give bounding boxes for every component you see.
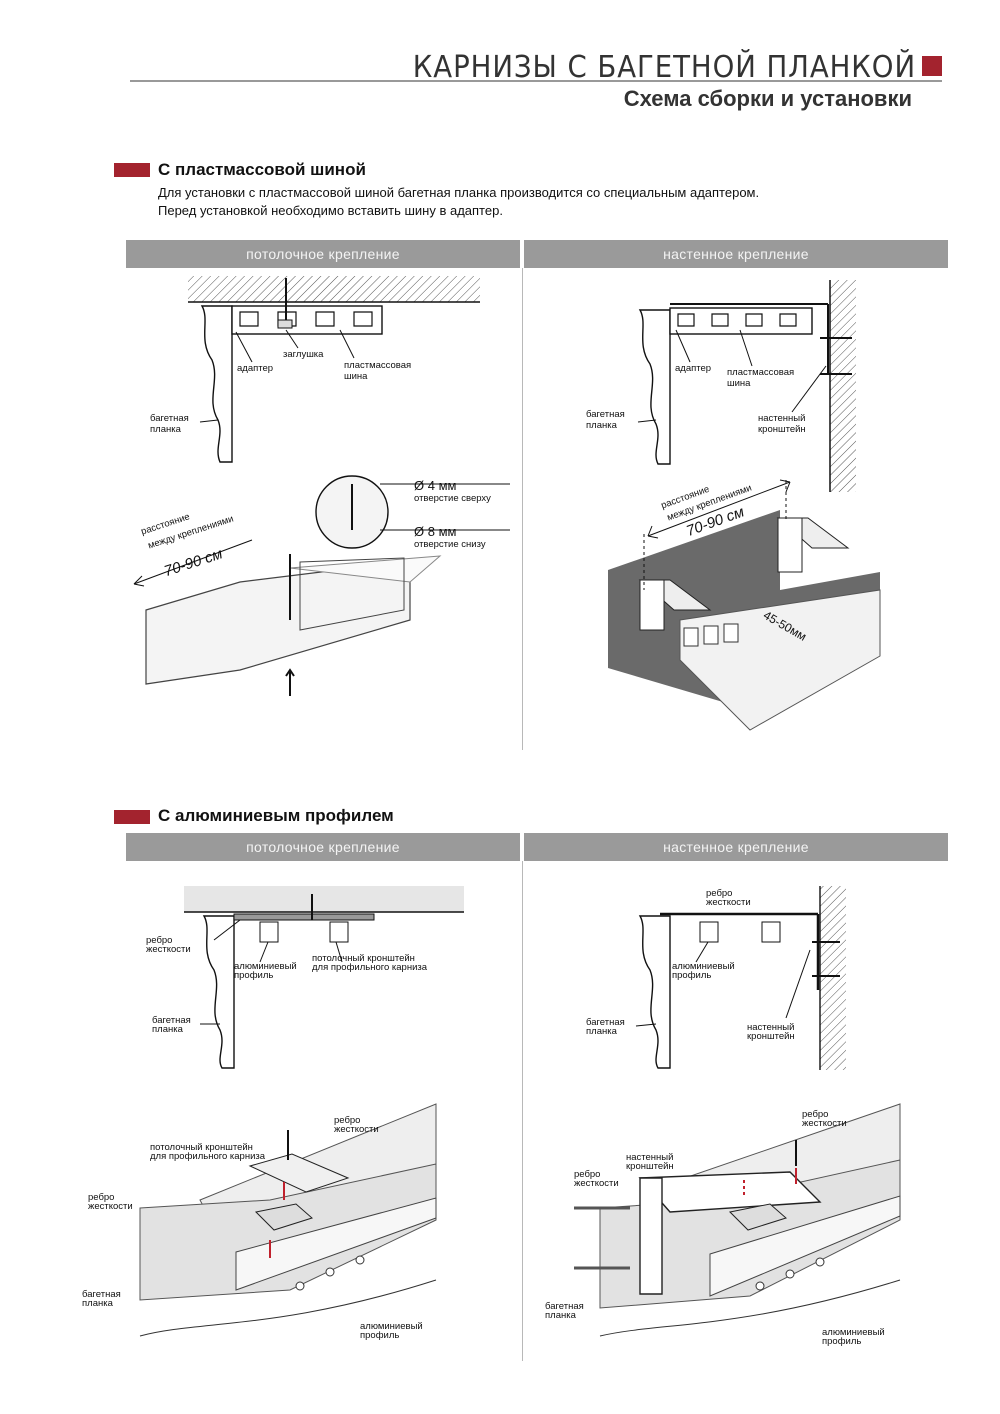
title-accent-square <box>922 56 942 76</box>
section1-wall-band: настенное крепление <box>524 240 948 268</box>
s2w-iso-rib-left-label-1: ребро <box>574 1169 601 1180</box>
s1c-rail-label-1: пластмассовая <box>344 360 412 371</box>
s1c-plank-label-1: багетная <box>150 413 189 424</box>
s1w-plank-label-2: планка <box>586 420 617 431</box>
s2c-iso-bracket-label-2: для профильного карниза <box>150 1151 266 1162</box>
section2-title: С алюминиевым профилем <box>158 806 394 825</box>
section1-desc-line2: Перед установкой необходимо вставить шин… <box>158 203 503 218</box>
section1-title: С пластмассовой шиной <box>158 160 366 179</box>
s2c-plank-label-1: багетная <box>152 1015 191 1026</box>
document-subtitle: Схема сборки и установки <box>623 86 912 111</box>
section1-desc-line1: Для установки с пластмассовой шиной баге… <box>158 185 760 200</box>
s1-ceiling-section-drawing <box>188 276 480 463</box>
s2c-iso-plank-label-1: багетная <box>82 1289 121 1300</box>
s2w-rib-label-2: жесткости <box>706 897 751 908</box>
section1-marker <box>114 163 150 177</box>
s2w-iso-rib-top-label-1: ребро <box>802 1109 829 1120</box>
s2w-bracket-label-2: кронштейн <box>747 1031 795 1042</box>
title-rule <box>130 80 942 82</box>
s1c-hole-top-text: отверстие сверху <box>414 493 491 504</box>
s2-wall-section-drawing <box>635 886 846 1070</box>
document-title: КАРНИЗЫ С БАГЕТНОЙ ПЛАНКОЙ <box>412 50 916 85</box>
s1c-plug-label: заглушка <box>283 349 324 360</box>
s2c-rib-label-1: ребро <box>146 935 173 946</box>
s2c-iso-profile-label-1: алюминиевый <box>360 1321 423 1332</box>
s2w-profile-label-1: алюминиевый <box>672 961 735 972</box>
s2c-iso-bracket-label-1: потолочный кронштейн <box>150 1142 253 1153</box>
s1c-hole-bottom-text: отверстие снизу <box>414 539 486 550</box>
s1w-rail-label-1: пластмассовая <box>727 367 795 378</box>
s2w-bracket-label-1: настенный <box>747 1022 795 1033</box>
s2w-rib-label-1: ребро <box>706 888 733 899</box>
s2-ceiling-section-drawing <box>184 886 464 1069</box>
section1-ceiling-band: потолочное крепление <box>126 240 520 268</box>
section2-ceiling-band: потолочное крепление <box>126 833 520 861</box>
s2w-plank-label-1: багетная <box>586 1017 625 1028</box>
s2c-plank-label-2: планка <box>152 1024 183 1035</box>
s2c-iso-rib-top-label-2: жесткости <box>334 1124 379 1135</box>
s2w-iso-rib-left-label-2: жесткости <box>574 1178 619 1189</box>
s2-ceiling-iso-drawing <box>139 1103 437 1337</box>
s2w-iso-plank-label-1: багетная <box>545 1301 584 1312</box>
s2w-iso-bracket-label-2: кронштейн <box>626 1161 674 1172</box>
s1w-rail-label-2: шина <box>727 378 751 389</box>
s2w-iso-plank-label-2: планка <box>545 1310 576 1321</box>
s2-wall-iso-drawing <box>574 1103 901 1337</box>
s1w-plank-label-1: багетная <box>586 409 625 420</box>
s2w-iso-rib-top-label-2: жесткости <box>802 1118 847 1129</box>
s2w-profile-label-2: профиль <box>672 970 712 981</box>
s2w-iso-profile-label-2: профиль <box>822 1336 862 1347</box>
s2c-iso-rib-left-label-2: жесткости <box>88 1201 133 1212</box>
s2c-iso-rib-left-label-1: ребро <box>88 1192 115 1203</box>
s2c-iso-profile-label-2: профиль <box>360 1330 400 1341</box>
s1w-bracket-label-2: кронштейн <box>758 424 806 435</box>
s2w-iso-profile-label-1: алюминиевый <box>822 1327 885 1338</box>
section2-divider <box>522 861 523 1361</box>
s2c-bracket-label-1: потолочный кронштейн <box>312 953 415 964</box>
section2-wall-band: настенное крепление <box>524 833 948 861</box>
s1c-rail-label-2: шина <box>344 371 368 382</box>
s1c-hole-top-size: Ø 4 мм <box>414 478 457 493</box>
s1w-bracket-label-1: настенный <box>758 413 806 424</box>
s1c-adapter-label: адаптер <box>237 363 274 374</box>
s2c-iso-rib-top-label-1: ребро <box>334 1115 361 1126</box>
s1-wall-section-drawing <box>637 280 856 492</box>
section2-marker <box>114 810 150 824</box>
s2c-profile-label-2: профиль <box>234 970 274 981</box>
s1-ceiling-iso-drawing <box>133 475 510 696</box>
s1-wall-iso-drawing <box>608 479 881 731</box>
s2c-iso-plank-label-2: планка <box>82 1298 113 1309</box>
s2c-bracket-label-2: для профильного карниза <box>312 962 428 973</box>
s1c-plank-label-2: планка <box>150 424 181 435</box>
s2w-iso-bracket-label-1: настенный <box>626 1152 674 1163</box>
s1w-adapter-label: адаптер <box>675 363 712 374</box>
s2c-profile-label-1: алюминиевый <box>234 961 297 972</box>
s2c-rib-label-2: жесткости <box>146 944 191 955</box>
s1c-hole-bottom-size: Ø 8 мм <box>414 524 457 539</box>
s2w-plank-label-2: планка <box>586 1026 617 1037</box>
section1-divider <box>522 268 523 750</box>
